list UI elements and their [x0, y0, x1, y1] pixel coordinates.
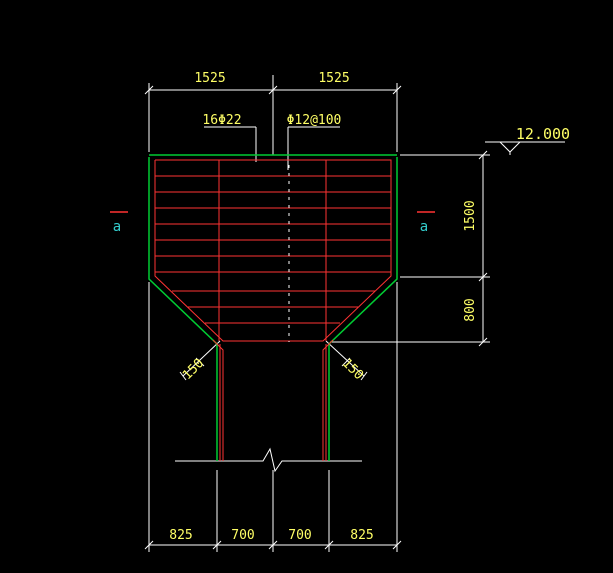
- label-main-rebar: 16Φ22: [202, 113, 241, 128]
- rebar-cage: [154, 159, 392, 461]
- dim-wall-left: 150: [180, 356, 207, 383]
- dim-right-upper: 1500: [463, 200, 478, 231]
- dim-bottom-3: 700: [288, 528, 311, 543]
- section-label-left: a: [113, 219, 121, 235]
- dim-bottom-1: 825: [169, 528, 192, 543]
- label-stirrup: Φ12@100: [287, 113, 342, 128]
- dim-top-right: 1525: [318, 71, 349, 86]
- dimension-lines: [144, 75, 565, 552]
- dim-right-lower: 800: [463, 298, 478, 321]
- section-label-right: a: [420, 219, 428, 235]
- dim-top-left: 1525: [194, 71, 225, 86]
- concrete-outline: [148, 154, 398, 461]
- dim-bottom-2: 700: [231, 528, 254, 543]
- dim-bottom-4: 825: [350, 528, 373, 543]
- elevation-label: 12.000: [516, 125, 570, 143]
